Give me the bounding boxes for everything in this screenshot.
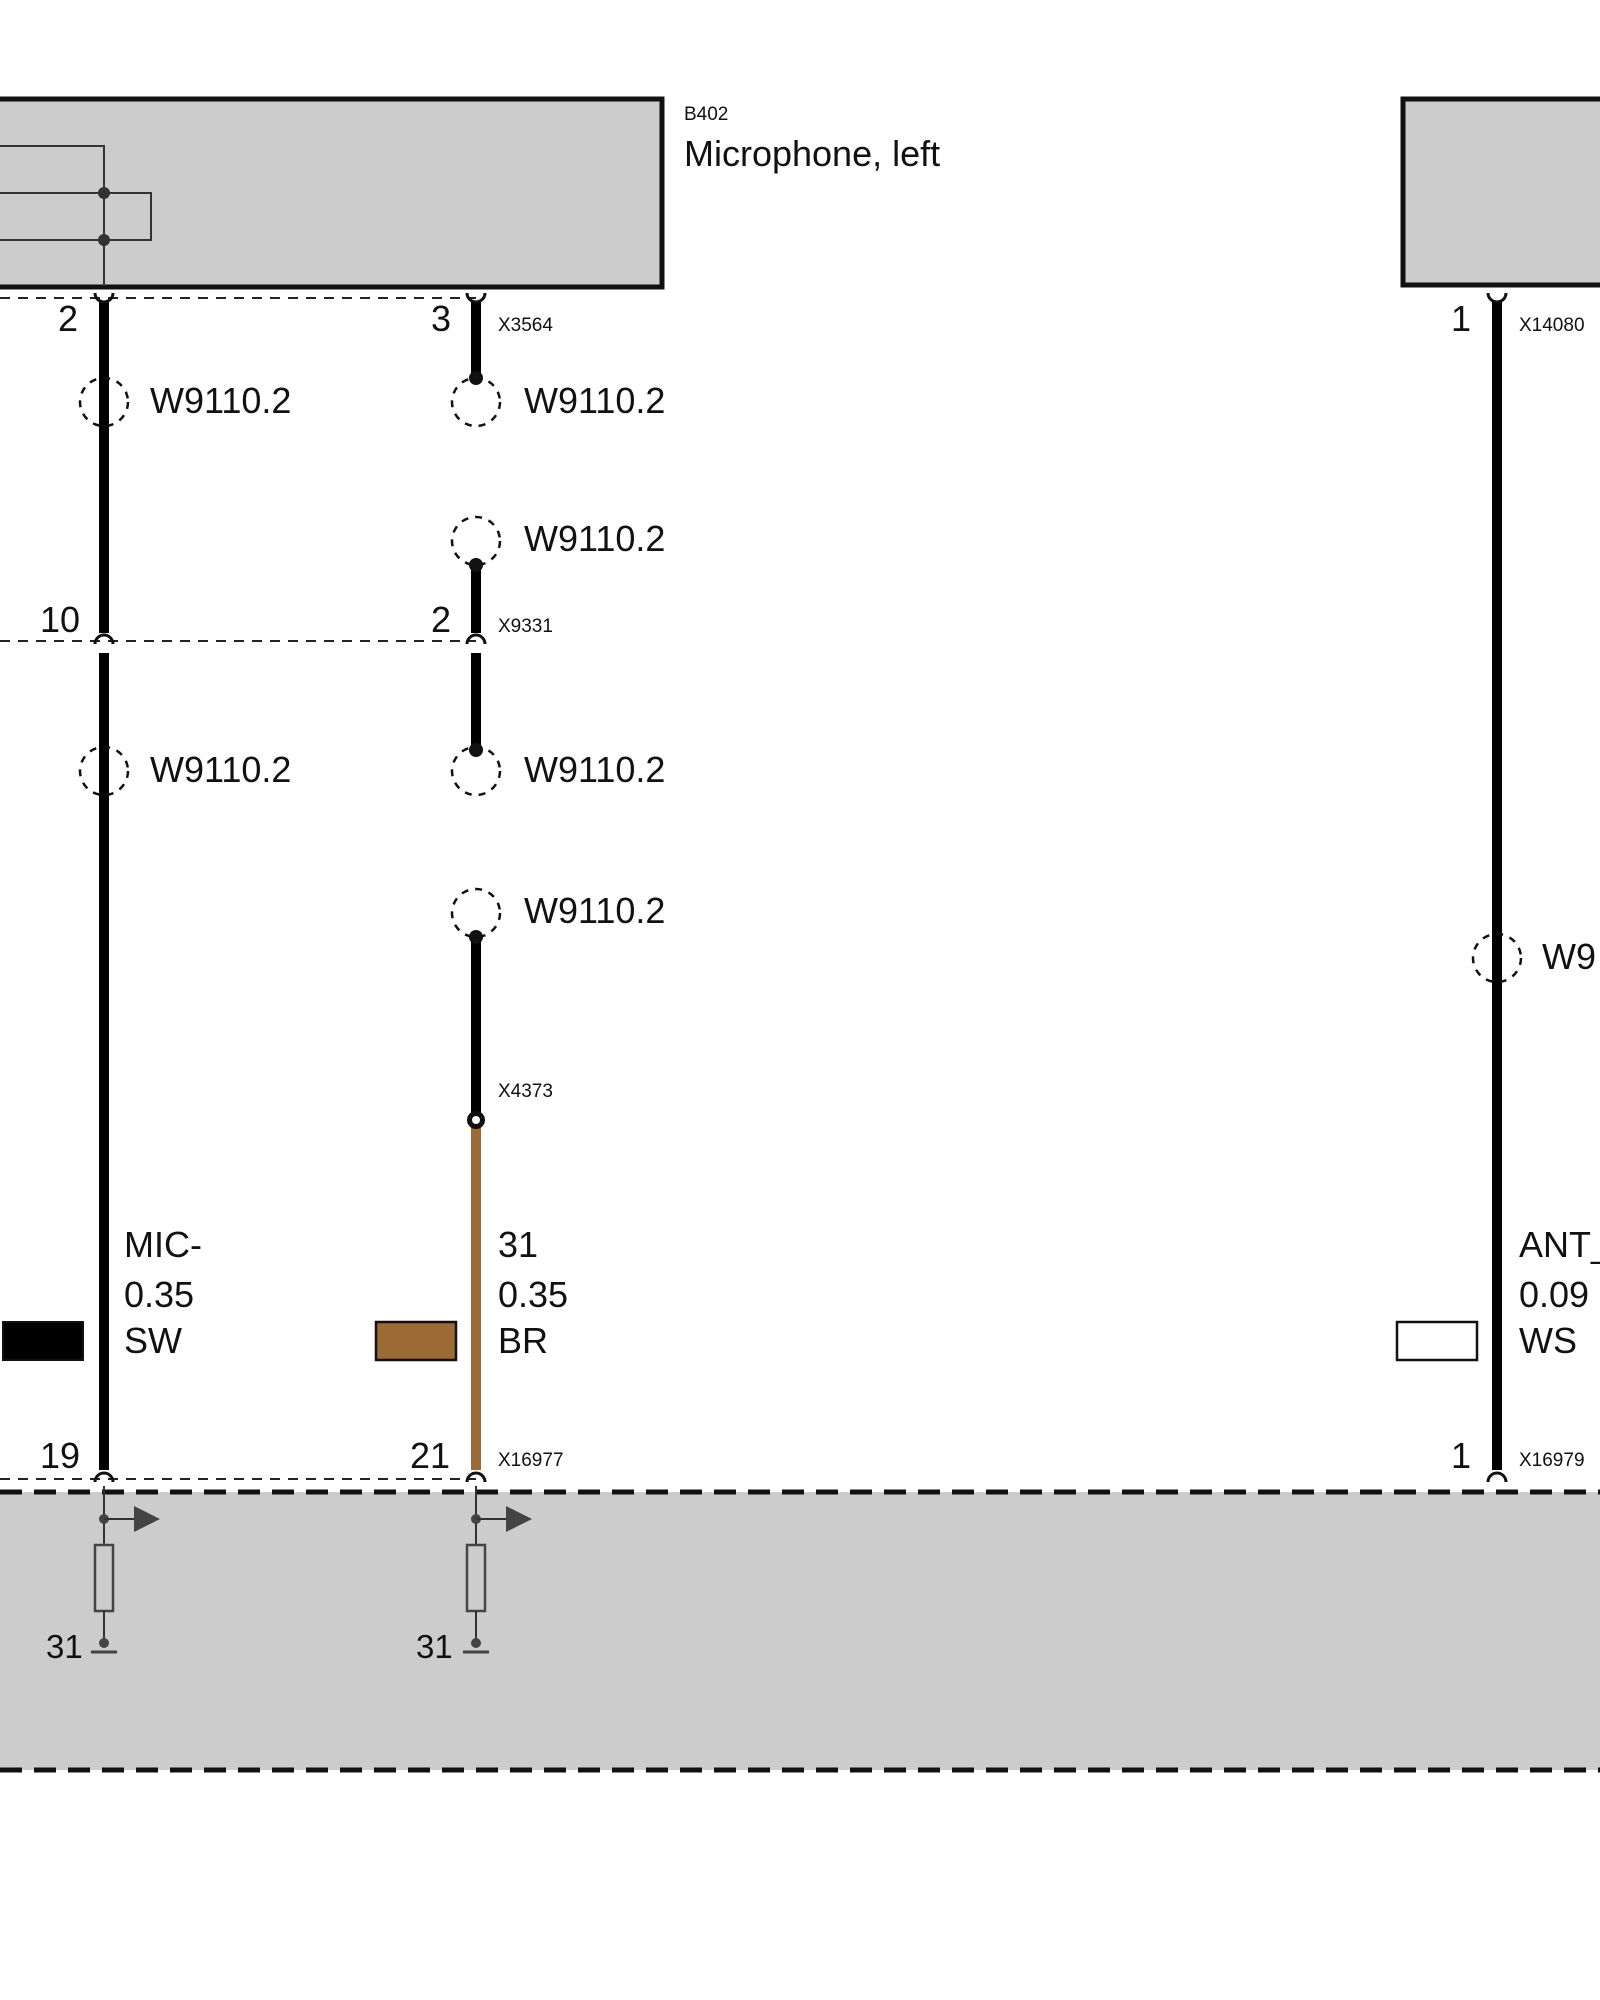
right-component-box[interactable] <box>1400 96 1600 288</box>
resistor-ground-circuit <box>463 1486 532 1654</box>
connector-id: X16977 <box>498 1450 564 1471</box>
connector-id: X14080 <box>1519 315 1585 336</box>
microphone-internal-circuit <box>0 145 152 286</box>
splice-label: W9110.2 <box>524 380 665 421</box>
pin-number: 19 <box>40 1435 80 1476</box>
splice-markers <box>78 371 1523 1129</box>
wire-color-code: WS <box>1519 1320 1577 1361</box>
wire-color-swatch <box>2 1321 84 1361</box>
pin-markers <box>93 292 1508 1483</box>
wire-cross-section: 0.09 <box>1519 1274 1589 1315</box>
microphone-component-name: Microphone, left <box>684 133 940 174</box>
wire-color-swatch <box>374 1320 458 1362</box>
wire-color-code: BR <box>498 1320 548 1361</box>
splice-label: W9110.2 <box>150 380 291 421</box>
wire-signal-name: MIC- <box>124 1224 202 1265</box>
wire-cross-section: 0.35 <box>498 1274 568 1315</box>
ground-label: 31 <box>46 1628 83 1665</box>
splice-label: W9110.2 <box>524 749 665 790</box>
pin-number: 10 <box>40 599 80 640</box>
connector-id: X16979 <box>1519 1450 1585 1471</box>
wire-color-code: SW <box>124 1320 182 1361</box>
splice-label: W9110.2 <box>524 518 665 559</box>
pin-number: 1 <box>1451 298 1471 339</box>
wire-color-swatch <box>1395 1320 1479 1362</box>
wire-signal-name: 31 <box>498 1224 538 1265</box>
ground-label: 31 <box>416 1628 453 1665</box>
pin-number: 2 <box>58 298 78 339</box>
control-unit-box[interactable] <box>0 1492 1600 1770</box>
arrow-right-icon <box>506 1506 532 1532</box>
pin-number: 2 <box>431 599 451 640</box>
splice-label: W9110.2 <box>524 890 665 931</box>
wire-signal-name: ANT_ <box>1519 1224 1600 1265</box>
connector-id: X9331 <box>498 616 553 637</box>
pin-number: 21 <box>410 1435 450 1476</box>
pin-number: 1 <box>1451 1435 1471 1476</box>
connector-id: X4373 <box>498 1081 553 1102</box>
wire-cross-section: 0.35 <box>124 1274 194 1315</box>
pin-number: 3 <box>431 298 451 339</box>
splice-label-cut: W9 <box>1542 936 1596 977</box>
resistor-ground-circuit <box>91 1486 160 1654</box>
splice-label: W9110.2 <box>150 749 291 790</box>
connector-id: X3564 <box>498 315 553 336</box>
microphone-component-id: B402 <box>684 104 728 125</box>
arrow-right-icon <box>134 1506 160 1532</box>
